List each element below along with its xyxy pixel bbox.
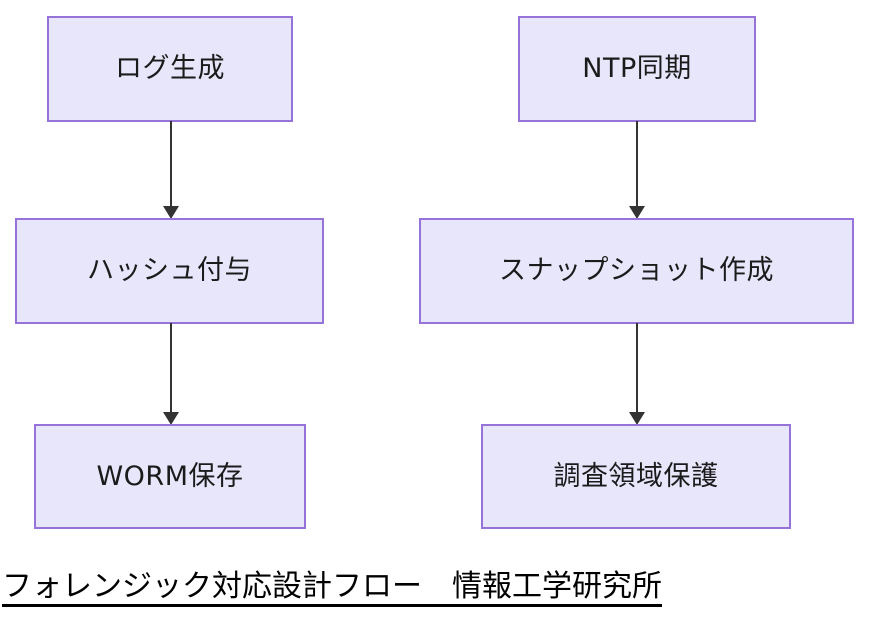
flow-node-label: ログ生成 — [115, 53, 225, 85]
flow-node-log-generate[interactable]: ログ生成 — [47, 16, 293, 122]
flow-node-label: ハッシュ付与 — [87, 255, 252, 287]
flow-arrow-log-to-hash — [162, 121, 180, 219]
flow-node-label: 調査領域保護 — [553, 460, 719, 492]
arrow-shaft — [636, 121, 638, 206]
arrow-shaft — [170, 323, 172, 412]
flow-node-hash-assign[interactable]: ハッシュ付与 — [15, 218, 324, 324]
diagram-caption-text: フォレンジック対応設計フロー 情報工学研究所 — [2, 569, 662, 604]
arrow-shaft — [636, 323, 638, 412]
flow-arrow-ntp-to-snapshot — [628, 121, 646, 219]
diagram-caption: フォレンジック対応設計フロー 情報工学研究所 — [2, 556, 662, 607]
flow-arrow-hash-to-worm — [162, 323, 180, 425]
flow-node-label: スナップショット作成 — [499, 255, 774, 287]
flow-node-label: WORM保存 — [96, 460, 244, 492]
flow-arrow-snapshot-to-scope — [628, 323, 646, 425]
flow-node-worm-store[interactable]: WORM保存 — [34, 424, 306, 529]
flow-node-snapshot[interactable]: スナップショット作成 — [419, 218, 854, 324]
flow-node-scope-protect[interactable]: 調査領域保護 — [481, 424, 791, 529]
arrow-shaft — [170, 121, 172, 206]
flow-node-ntp-sync[interactable]: NTP同期 — [518, 16, 756, 122]
flow-node-label: NTP同期 — [582, 53, 692, 85]
